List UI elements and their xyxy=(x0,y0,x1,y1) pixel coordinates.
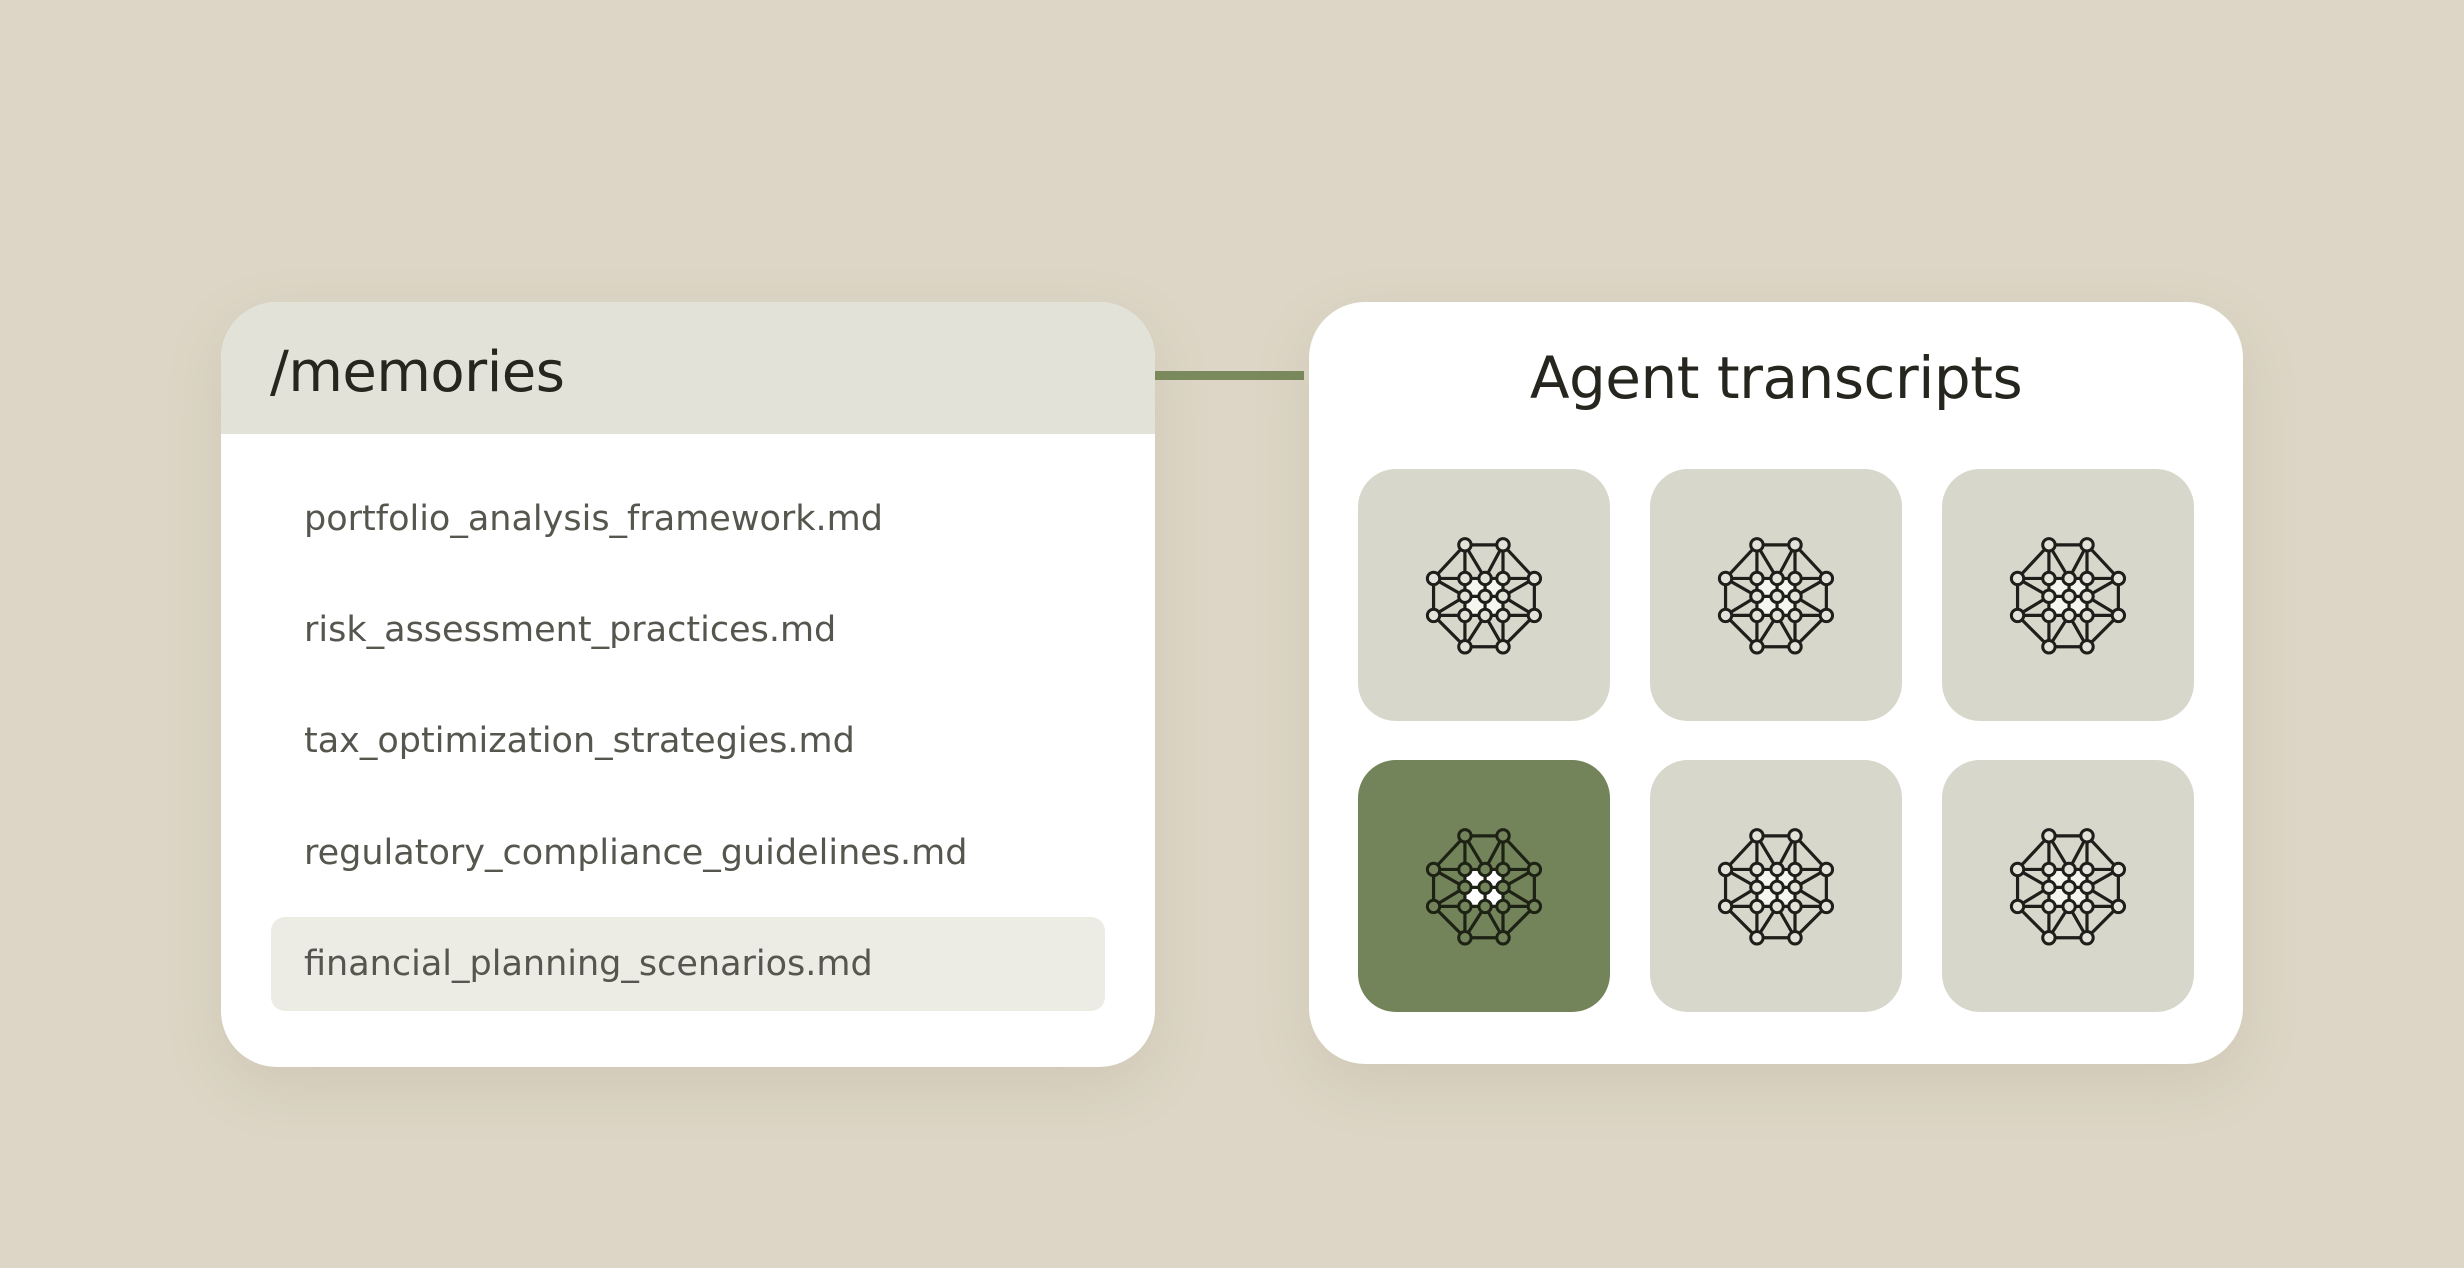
file-label: portfolio_analysis_framework.md xyxy=(304,499,883,539)
transcripts-title: Agent transcripts xyxy=(1529,344,2023,412)
file-label: tax_optimization_strategies.md xyxy=(304,721,855,761)
memories-header: /memories xyxy=(221,302,1155,434)
transcript-tile-3[interactable] xyxy=(1942,469,2194,721)
file-item-risk-assessment[interactable]: risk_assessment_practices.md xyxy=(271,583,1105,677)
transcript-tile-2[interactable] xyxy=(1650,469,1902,721)
connector-line xyxy=(1155,371,1304,380)
transcript-tile-6[interactable] xyxy=(1942,760,2194,1012)
file-label: financial_planning_scenarios.md xyxy=(304,944,873,984)
network-graph-icon xyxy=(1717,828,1835,946)
file-item-tax-optimization[interactable]: tax_optimization_strategies.md xyxy=(271,694,1105,788)
network-graph-icon xyxy=(2009,828,2127,946)
transcripts-panel: Agent transcripts xyxy=(1309,302,2243,1064)
network-graph-icon xyxy=(2009,537,2127,655)
memories-title: /memories xyxy=(270,340,565,405)
network-graph-icon xyxy=(1425,828,1543,946)
file-item-financial-planning[interactable]: financial_planning_scenarios.md xyxy=(271,917,1105,1011)
transcript-tile-4[interactable] xyxy=(1358,760,1610,1012)
transcript-tile-1[interactable] xyxy=(1358,469,1610,721)
network-graph-icon xyxy=(1425,537,1543,655)
file-label: regulatory_compliance_guidelines.md xyxy=(304,833,968,873)
file-label: risk_assessment_practices.md xyxy=(304,610,837,650)
transcript-tile-5[interactable] xyxy=(1650,760,1902,1012)
network-graph-icon xyxy=(1717,537,1835,655)
file-item-portfolio-analysis[interactable]: portfolio_analysis_framework.md xyxy=(271,472,1105,566)
file-item-regulatory-compliance[interactable]: regulatory_compliance_guidelines.md xyxy=(271,806,1105,900)
memories-panel: /memories portfolio_analysis_framework.m… xyxy=(221,302,1155,1067)
